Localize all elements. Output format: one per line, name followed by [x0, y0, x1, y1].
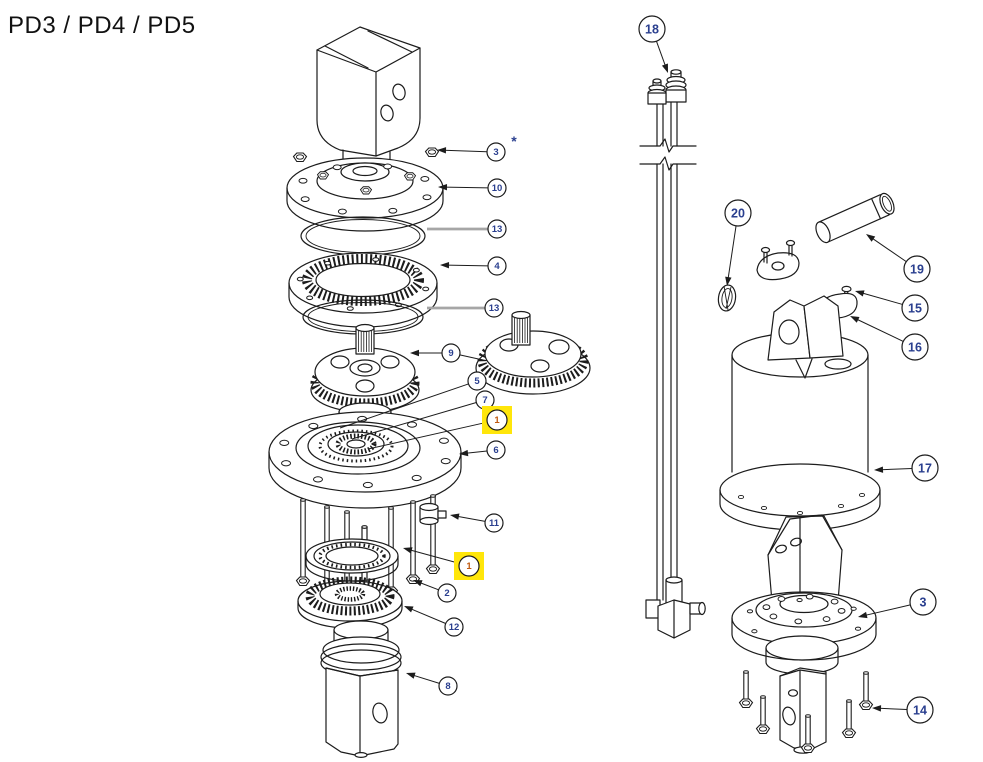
callout-13: 13: [427, 219, 507, 239]
callout-3: 3: [858, 588, 937, 619]
callout-number: 12: [449, 622, 460, 633]
callout-9: 9: [410, 343, 484, 363]
callout-3: 3*: [437, 133, 517, 162]
callout-number: 10: [492, 183, 503, 194]
callout-number: 13: [489, 303, 500, 314]
callout-number: 17: [918, 462, 932, 476]
callout-10: 10: [438, 178, 507, 198]
callout-number: 14: [913, 704, 927, 718]
callout-number: 6: [493, 445, 498, 456]
clamp-plate: [756, 239, 800, 281]
callout-number: 20: [731, 207, 745, 221]
callout-17: 17: [874, 454, 939, 482]
callout-number: 1: [494, 415, 500, 426]
callout-20: 20: [724, 199, 752, 286]
callout-4: 4: [440, 256, 507, 276]
callout-1: 1: [367, 406, 512, 450]
callout-number: 19: [910, 263, 924, 277]
output-gear: [297, 576, 403, 629]
callout-number: 5: [474, 376, 480, 387]
callout-8: 8: [406, 672, 458, 696]
callout-number: 3: [920, 596, 927, 610]
callout-12: 12: [404, 606, 464, 637]
callout-15: 15: [855, 290, 929, 322]
callout-number: 9: [448, 348, 453, 359]
lower-clevis-block: [767, 514, 843, 603]
cotter-pin: [717, 284, 737, 312]
drive-body: [719, 295, 881, 531]
hose-tube-assembly: [639, 69, 706, 639]
callout-number: 11: [489, 518, 500, 529]
callout-11: 11: [450, 513, 504, 533]
callout-18: 18: [638, 15, 668, 73]
plug: [419, 502, 447, 526]
callout-19: 19: [866, 234, 931, 283]
callout-13: 13: [427, 298, 504, 318]
top-flange: [286, 147, 444, 232]
planet-carrier: [310, 323, 420, 413]
callout-7: 7: [351, 390, 495, 440]
callout-14: 14: [872, 696, 934, 724]
o-ring-upper: [300, 216, 426, 256]
output-housing: [320, 620, 402, 758]
callout-number: 16: [908, 341, 922, 355]
hardware-bolts: [738, 670, 874, 754]
planet-carrier-detail: [475, 310, 591, 395]
ring-gear: [288, 252, 438, 328]
callout-number: 15: [908, 302, 922, 316]
diagram-title: PD3 / PD4 / PD5: [8, 12, 196, 39]
callout-6: 6: [459, 440, 506, 460]
callout-5: 5: [339, 371, 487, 429]
callout-number: 7: [482, 395, 487, 406]
main-flange: [268, 402, 462, 509]
callout-2: 2: [413, 580, 457, 603]
bottom-housing: [765, 635, 839, 754]
callout-number: 13: [492, 224, 503, 235]
exploded-view: [268, 26, 591, 758]
motor-housing: [316, 26, 421, 165]
callout-number: 1: [466, 561, 472, 572]
callout-1: 1: [403, 547, 484, 580]
bearing: [305, 538, 399, 582]
callout-number: 3: [493, 147, 498, 158]
assembled-view: [639, 69, 895, 754]
callout-16: 16: [850, 316, 929, 361]
callout-number: 8: [445, 681, 450, 692]
callout-number: 18: [645, 23, 659, 37]
callout-number: 2: [444, 588, 449, 599]
clevis-pin: [815, 192, 895, 244]
callout-asterisk: *: [511, 133, 517, 149]
callout-number: 4: [494, 261, 500, 272]
